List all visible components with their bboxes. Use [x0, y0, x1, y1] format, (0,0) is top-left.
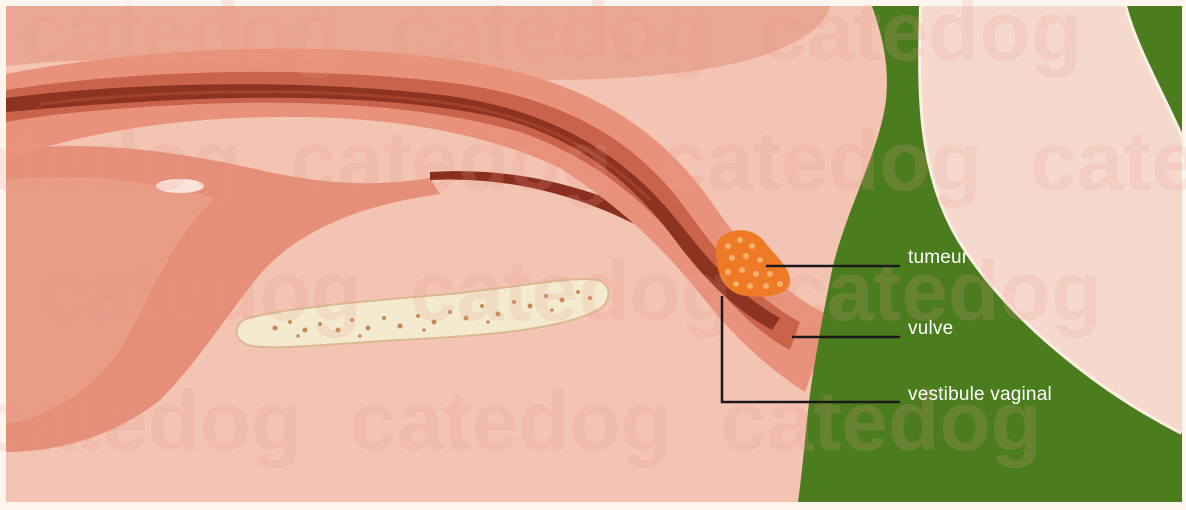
watermark-text: catedog: [40, 244, 362, 338]
watermark-text: catedog: [0, 374, 302, 468]
watermark-text: catedog: [0, 114, 242, 208]
watermark-text: catedog: [1030, 114, 1186, 208]
watermark-text: catedog: [290, 114, 612, 208]
watermark-text: catedog: [760, 0, 1082, 78]
watermark-text: catedog: [390, 0, 712, 78]
watermark-text: catedog: [660, 114, 982, 208]
label-vestibule-vaginal: vestibule vaginal: [908, 384, 1052, 406]
watermark-text: catedog: [20, 0, 342, 78]
label-vulve: vulve: [908, 318, 953, 340]
watermark-text: catedog: [350, 374, 672, 468]
watermark-text: catedog: [410, 244, 732, 338]
label-tumeur: tumeur: [908, 247, 968, 269]
